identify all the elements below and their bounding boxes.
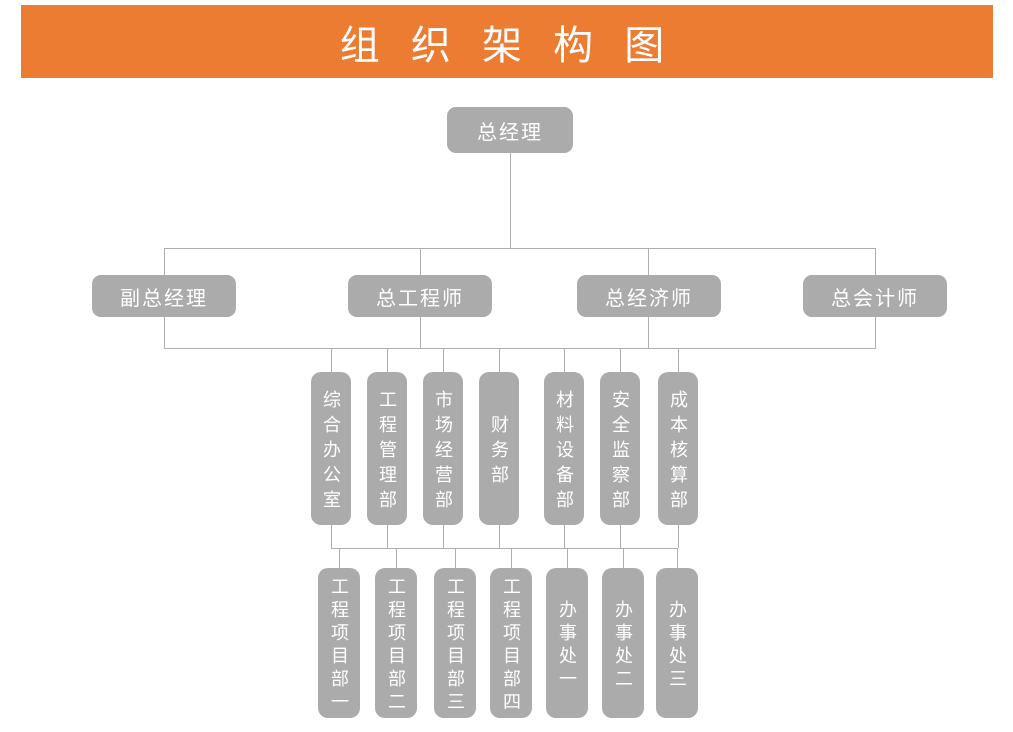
connector-branch-feed: [620, 525, 621, 548]
connector-branch-feed: [678, 525, 679, 548]
connector-level2-stub: [164, 248, 165, 275]
connector-branch-stub: [567, 548, 568, 568]
node-project-dept-1: 工程项目部一: [318, 568, 360, 718]
connector-root-drop: [510, 153, 511, 248]
connector-branch-rail: [331, 548, 678, 549]
node-chief-economist: 总经济师: [577, 275, 721, 317]
node-chief-accountant: 总会计师: [803, 275, 947, 317]
connector-branch-feed: [387, 525, 388, 548]
connector-branch-stub: [339, 548, 340, 568]
node-project-dept-4: 工程项目部四: [490, 568, 532, 718]
header-banner: 组 织 架 构 图: [21, 5, 993, 78]
node-project-dept-3: 工程项目部三: [434, 568, 476, 718]
connector-dept-stub: [620, 348, 621, 372]
branch-label: 办事处二: [613, 599, 633, 692]
node-office-3: 办事处三: [656, 568, 698, 718]
page-title: 组 织 架 构 图: [339, 23, 675, 68]
node-office-2: 办事处二: [602, 568, 644, 718]
connector-level3-feed: [648, 317, 649, 348]
connector-branch-stub: [677, 548, 678, 568]
dept-label: 材料设备部: [554, 389, 574, 515]
dept-label: 安全监察部: [610, 389, 630, 515]
node-deputy-general-manager: 副总经理: [92, 275, 236, 317]
connector-dept-stub: [443, 348, 444, 372]
node-dept-engineering-management: 工程管理部: [367, 372, 407, 525]
connector-branch-stub: [455, 548, 456, 568]
connector-dept-stub: [387, 348, 388, 372]
connector-branch-feed: [331, 525, 332, 548]
connector-level2-stub: [420, 248, 421, 275]
node-chief-engineer: 总工程师: [348, 275, 492, 317]
node-dept-safety-supervision: 安全监察部: [600, 372, 640, 525]
branch-label: 办事处三: [667, 599, 687, 692]
node-dept-materials-equipment: 材料设备部: [544, 372, 584, 525]
node-office-1: 办事处一: [546, 568, 588, 718]
node-project-dept-2: 工程项目部二: [375, 568, 417, 718]
node-dept-cost-accounting: 成本核算部: [658, 372, 698, 525]
connector-level3-feed: [164, 317, 165, 348]
connector-branch-stub: [396, 548, 397, 568]
connector-dept-stub: [499, 348, 500, 372]
connector-dept-stub: [331, 348, 332, 372]
connector-branch-feed: [443, 525, 444, 548]
connector-level2-rail: [164, 248, 876, 249]
node-dept-finance: 财务部: [479, 372, 519, 525]
dept-label: 工程管理部: [377, 389, 397, 515]
connector-branch-stub: [511, 548, 512, 568]
connector-level3-feed: [875, 317, 876, 348]
connector-dept-stub: [678, 348, 679, 372]
connector-branch-feed: [499, 525, 500, 548]
branch-label: 工程项目部一: [329, 576, 349, 715]
connector-branch-stub: [623, 548, 624, 568]
node-dept-general-office: 综合办公室: [311, 372, 351, 525]
dept-label: 成本核算部: [668, 389, 688, 515]
dept-label: 综合办公室: [321, 389, 341, 515]
dept-label: 市场经营部: [433, 389, 453, 515]
branch-label: 工程项目部二: [386, 576, 406, 715]
branch-label: 办事处一: [557, 599, 577, 692]
connector-level2-stub: [875, 248, 876, 275]
node-dept-market-operations: 市场经营部: [423, 372, 463, 525]
node-general-manager: 总经理: [447, 107, 573, 153]
connector-branch-feed: [564, 525, 565, 548]
dept-label: 财务部: [489, 414, 509, 490]
branch-label: 工程项目部四: [501, 576, 521, 715]
branch-label: 工程项目部三: [445, 576, 465, 715]
connector-level2-stub: [648, 248, 649, 275]
connector-level3-rail: [164, 348, 876, 349]
connector-level3-feed: [420, 317, 421, 348]
connector-dept-stub: [564, 348, 565, 372]
